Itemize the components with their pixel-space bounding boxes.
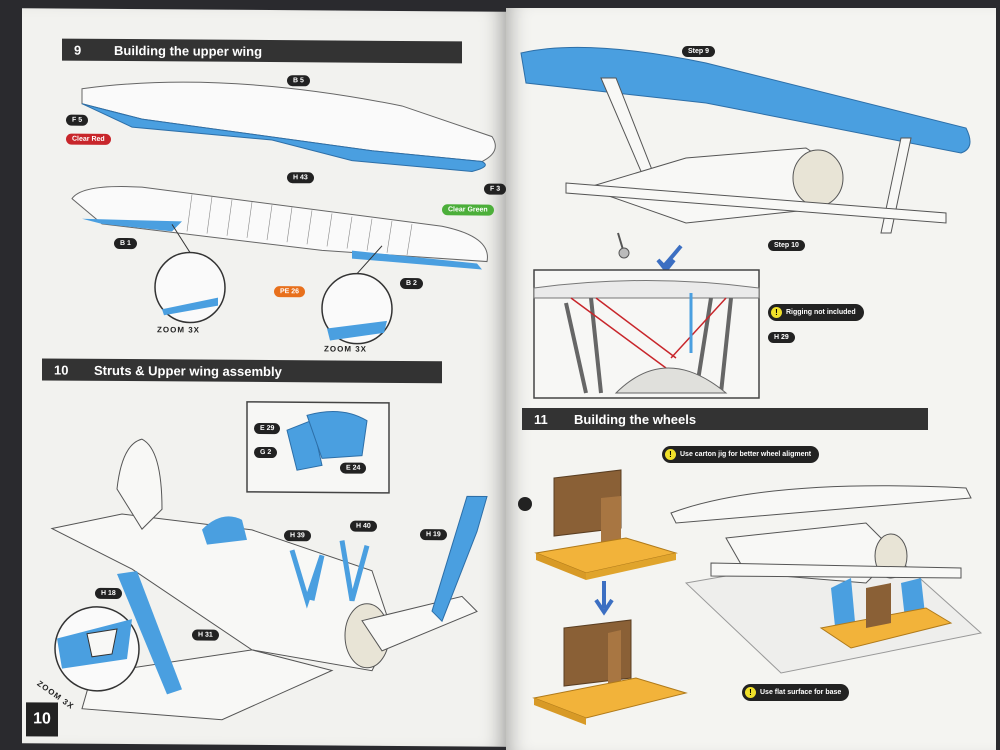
step-11-header: 11 Building the wheels — [522, 408, 928, 430]
part-label-h29: H 29 — [768, 332, 795, 343]
rigging-note: ! Rigging not included — [768, 304, 864, 321]
info-icon: ! — [771, 307, 782, 318]
step-title: Building the wheels — [574, 411, 697, 427]
info-icon: ! — [745, 687, 756, 698]
left-page: 9 Building the upper wing B 5 F 5 Clear … — [22, 8, 507, 747]
step-number: 11 — [534, 411, 548, 427]
fuselage-assembly-illustration — [50, 401, 488, 721]
part-label-h19: H 19 — [420, 529, 447, 541]
info-icon: ! — [665, 449, 676, 460]
wheel-jig-illustration — [518, 469, 983, 725]
right-page: Step 9 Step 10 ! Rigging not included H … — [506, 8, 996, 750]
rigging-note-text: Rigging not included — [786, 309, 856, 316]
part-label-g2: G 2 — [254, 446, 278, 459]
part-label-h40: H 40 — [350, 520, 377, 532]
part-label-h39: H 39 — [284, 530, 311, 542]
step-10-reference: Step 10 — [768, 240, 805, 251]
part-label-e24: E 24 — [340, 462, 367, 474]
biplane-assembly-illustration — [520, 46, 971, 399]
part-label-e29: E 29 — [254, 422, 281, 435]
part-label-h18: H 18 — [95, 587, 122, 600]
carton-jig-note: ! Use carton jig for better wheel aligme… — [662, 446, 820, 463]
flat-surface-note-text: Use flat surface for base — [760, 689, 842, 696]
step-9-reference: Step 9 — [682, 46, 716, 57]
part-label-h31: H 31 — [192, 629, 219, 641]
upper-wing-illustration — [71, 81, 496, 345]
page-number: 10 — [26, 702, 58, 737]
flat-surface-note: ! Use flat surface for base — [742, 684, 850, 701]
carton-jig-note-text: Use carton jig for better wheel aligment — [680, 451, 812, 458]
